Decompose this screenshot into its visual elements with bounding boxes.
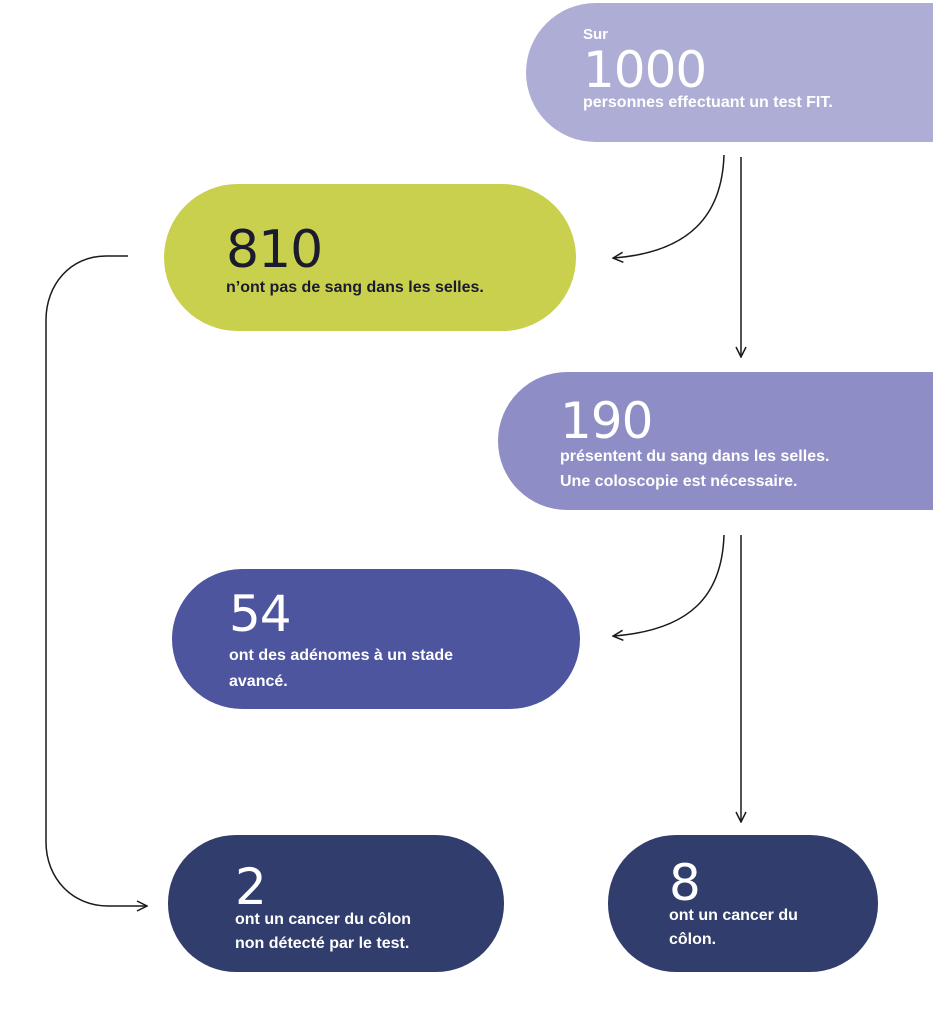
node-total-number: 1000 <box>583 41 707 99</box>
node-adenomas-number: 54 <box>229 585 292 643</box>
node-missed-cancer-number: 2 <box>235 858 267 916</box>
node-detected-cancer-text: ont un cancer du côlon. <box>669 907 798 948</box>
node-detected-cancer: 8 ont un cancer du côlon. <box>608 835 878 972</box>
node-missed-cancer-text: ont un cancer du côlon non détecté par l… <box>235 911 412 952</box>
arrow-total-to-negative <box>614 154 725 258</box>
node-negative-number: 810 <box>226 220 323 280</box>
node-total-prefix: Sur <box>583 26 609 43</box>
node-negative: 810 n’ont pas de sang dans les selles. <box>164 184 576 331</box>
node-total: Sur 1000 personnes effectuant un test FI… <box>526 3 933 142</box>
node-missed-cancer: 2 ont un cancer du côlon non détecté par… <box>168 835 504 972</box>
node-total-text: personnes effectuant un test FIT. <box>583 94 833 111</box>
node-adenomas-text: ont des adénomes à un stade avancé. <box>229 647 454 690</box>
node-positive-number: 190 <box>560 392 653 450</box>
node-detected-cancer-number: 8 <box>669 854 701 912</box>
node-positive: 190 présentent du sang dans les selles. … <box>498 372 933 510</box>
node-adenomas: 54 ont des adénomes à un stade avancé. <box>172 569 580 709</box>
arrow-negative-to-missed-cancer <box>45 255 146 906</box>
node-negative-text: n’ont pas de sang dans les selles. <box>226 279 484 296</box>
arrow-positive-to-adenomas <box>614 534 725 636</box>
node-positive-text: présentent du sang dans les selles. Une … <box>560 448 830 490</box>
